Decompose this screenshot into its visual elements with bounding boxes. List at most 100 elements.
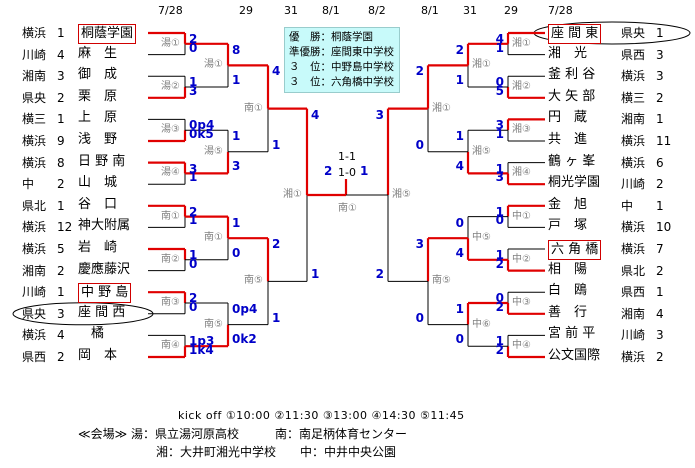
team-region: 中 <box>621 198 634 213</box>
match-score: 4 <box>311 107 320 122</box>
match-venue: 南① <box>161 210 180 222</box>
match-venue: 南⑤ <box>432 275 451 287</box>
team-seed: 8 <box>57 155 65 170</box>
team-seed: 2 <box>656 263 664 278</box>
team-name: 湘 光 <box>548 45 588 61</box>
team-name: 岡 本 <box>78 348 118 363</box>
match-venue: 南① <box>244 102 263 114</box>
match-score: 1 <box>272 310 281 325</box>
team-name: 浅 野 <box>78 132 118 147</box>
team-name: 戸 塚 <box>548 218 588 234</box>
team-seed: 6 <box>656 155 664 170</box>
match-score: 1 <box>455 302 464 316</box>
team-region: 湘南 <box>621 112 646 127</box>
match-score: 3 <box>495 118 504 133</box>
match-score: 1 <box>232 215 241 230</box>
match-score: 2 <box>189 291 198 306</box>
results-box: 優 勝：桐蔭学園 準優勝：座間東中学校 ３ 位：中野島中学校 ３ 位：六角橋中学… <box>284 27 400 93</box>
team-name: 釜 利 谷 <box>548 67 596 83</box>
match-venue: 南③ <box>161 297 180 308</box>
team-name: 大 矢 部 <box>548 88 596 104</box>
team-region: 湘南 <box>22 69 47 84</box>
match-score: 0 <box>495 75 504 90</box>
match-venue: 南① <box>204 232 223 244</box>
team-seed: 2 <box>57 90 65 105</box>
match-score: 0 <box>415 310 424 325</box>
team-seed: 1 <box>57 285 65 300</box>
team-seed: 1 <box>656 26 664 40</box>
team-region: 横浜 <box>621 350 646 364</box>
match-venue: 南② <box>161 253 180 265</box>
match-score: 5 <box>495 83 504 98</box>
match-score: 0p4 <box>232 302 258 316</box>
match-venue: 湘① <box>283 189 302 200</box>
team-seed: 1 <box>57 26 65 40</box>
team-region: 県西 <box>621 285 646 300</box>
match-score: 4 <box>455 245 464 260</box>
match-score: 0 <box>495 291 504 306</box>
team-seed: 12 <box>57 220 73 235</box>
match-score: 3 <box>495 170 504 185</box>
team-seed: 3 <box>656 328 664 343</box>
match-score: 0 <box>455 215 464 230</box>
team-seed: 2 <box>57 350 65 364</box>
team-seed: 1 <box>656 198 664 213</box>
team-region: 横浜 <box>22 155 47 170</box>
match-venue: 湯① <box>204 59 223 71</box>
team-seed: 7 <box>656 242 664 256</box>
match-score: 1k4 <box>189 343 214 357</box>
match-score: 0k2 <box>232 332 257 347</box>
match-score: 1 <box>232 73 241 87</box>
match-venue: 湘④ <box>512 167 531 179</box>
match-score: 1 <box>232 129 241 144</box>
match-score: 2 <box>375 267 384 282</box>
match-score: 2 <box>189 32 198 46</box>
team-region: 横三 <box>621 90 646 105</box>
match-venue: 湘⑤ <box>472 145 491 157</box>
team-name: 慶應藤沢 <box>78 261 131 277</box>
match-score: 0 <box>189 299 198 314</box>
team-region: 横浜 <box>621 69 646 84</box>
team-region: 横浜 <box>22 26 47 40</box>
match-score: 1 <box>495 40 504 55</box>
team-name: 御 成 <box>78 67 118 83</box>
team-name: 円 蔵 <box>548 110 588 126</box>
team-name: 上 原 <box>78 110 118 126</box>
team-name: 座 間 西 <box>78 304 126 320</box>
date-header: 8/2 <box>368 4 386 17</box>
match-score: 2 <box>495 343 504 357</box>
match-venue: 湘① <box>472 59 491 71</box>
match-venue: 中④ <box>512 340 531 352</box>
venues-line-1: ≪会場≫ 湯：県立湯河原高校 南：南足柄体育センター <box>78 427 407 441</box>
venues-line-2: 湘：大井町湘光中学校 中：中井中央公園 <box>156 445 397 459</box>
team-seed: 4 <box>57 47 65 62</box>
team-region: 横浜 <box>22 242 47 256</box>
team-name: 桐光学園 <box>548 175 601 191</box>
final-pk-bottom: 1-0 <box>338 166 356 179</box>
team-name: 公文国際 <box>548 348 601 363</box>
team-region: 川崎 <box>22 285 47 300</box>
team-seed: 2 <box>57 263 65 278</box>
date-header: 7/28 <box>158 4 183 17</box>
third-place-text: ３ 位：六角橋中学校 <box>289 76 394 88</box>
team-seed: 2 <box>656 90 664 105</box>
team-seed: 4 <box>57 328 65 343</box>
team-region: 川崎 <box>621 328 646 343</box>
team-name: 宮 前 平 <box>548 326 596 342</box>
match-venue: 中① <box>512 210 531 222</box>
match-venue: 中⑤ <box>472 232 491 244</box>
match-score: 0 <box>495 213 504 228</box>
team-seed: 9 <box>57 134 65 148</box>
team-seed: 5 <box>57 242 65 256</box>
team-name: 鶴 ヶ 峯 <box>548 153 596 169</box>
match-venue: 南⑤ <box>204 318 223 330</box>
team-region: 横浜 <box>22 134 47 148</box>
match-score: 0 <box>189 40 198 55</box>
match-score: 1 <box>311 267 320 282</box>
winner-text: 優 勝：桐蔭学園 <box>289 31 373 43</box>
team-name: 金 旭 <box>548 196 588 212</box>
match-venue: 湯③ <box>161 124 180 136</box>
team-name: 麻 生 <box>78 45 118 61</box>
